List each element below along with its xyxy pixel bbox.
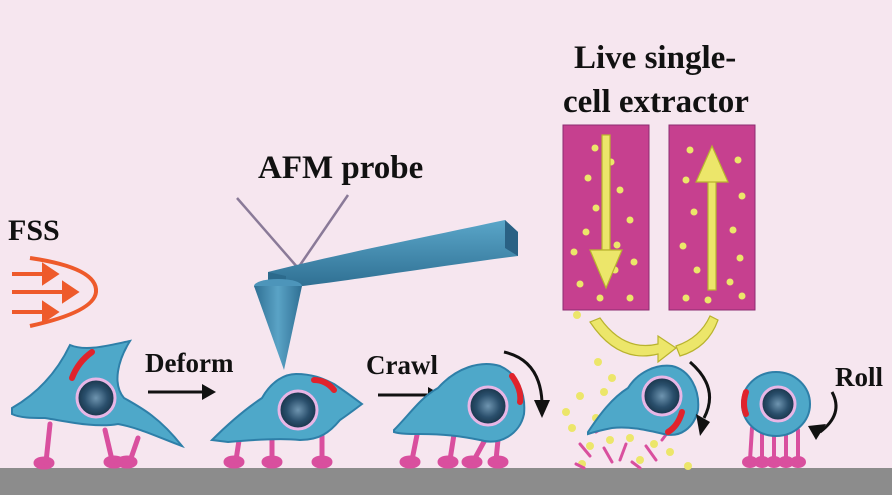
cell-spread	[11, 339, 185, 470]
cell-rounded	[741, 371, 838, 468]
cell-crawling	[393, 350, 550, 469]
afm-probe-label: AFM probe	[258, 150, 424, 186]
afm-cantilever-icon	[236, 194, 518, 370]
deform-arrow-icon	[148, 384, 216, 400]
crawl-label: Crawl	[366, 350, 438, 380]
flow-arrow-icon	[12, 256, 98, 328]
fss-label: FSS	[8, 214, 60, 247]
extractor-label-line1: Live single-	[574, 40, 737, 76]
roll-label: Roll	[835, 362, 884, 392]
extraction-arrow-icon	[589, 134, 729, 364]
extractor-label-line2: cell extractor	[563, 84, 749, 120]
cell-deformed	[209, 372, 364, 469]
rotation-arrow-icon	[503, 350, 544, 403]
deform-label: Deform	[145, 348, 234, 378]
substrate	[0, 468, 892, 495]
cell-detaching	[562, 358, 712, 470]
